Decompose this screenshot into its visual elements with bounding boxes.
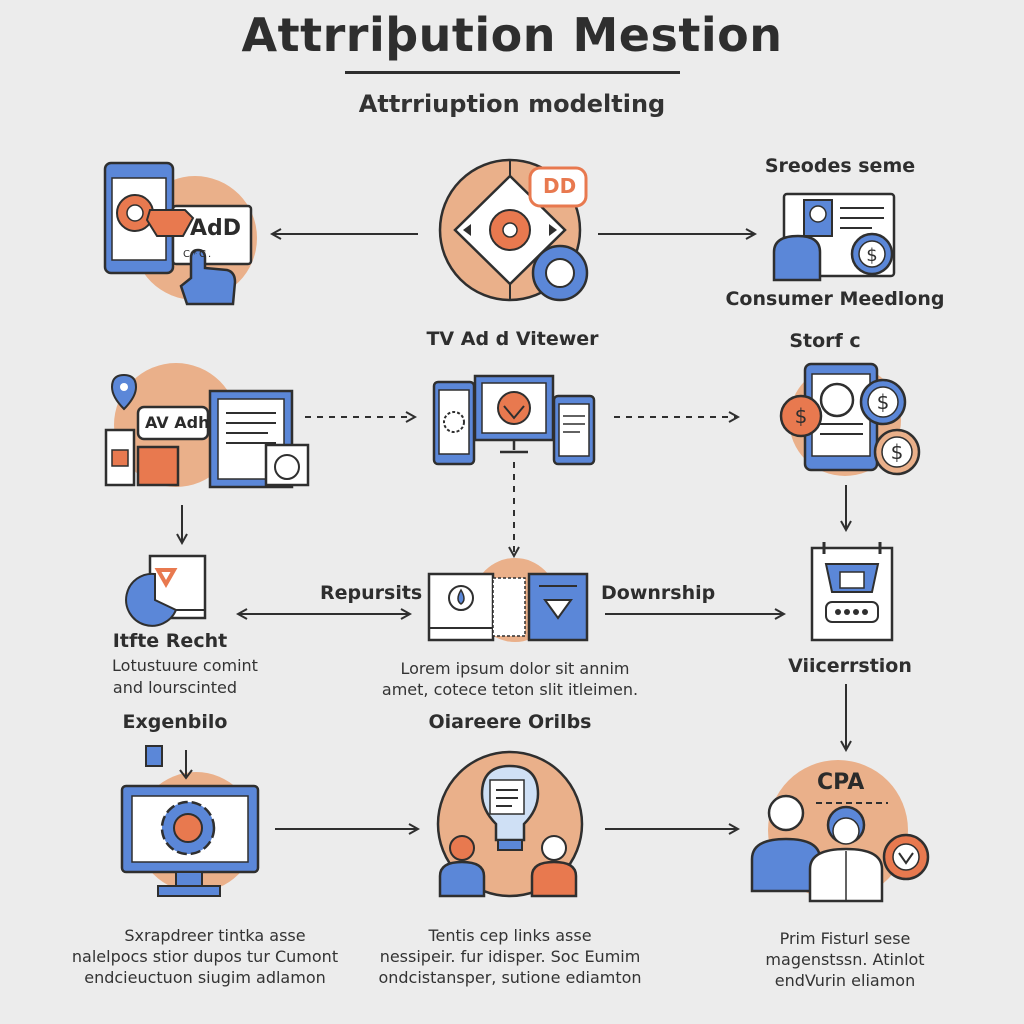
center-desc-1: Lorem ipsum dolor sit annim — [400, 659, 630, 678]
left-reach-desc-2: and lourscinted — [112, 678, 238, 697]
documents-icon — [427, 558, 589, 642]
left-reach-desc-1: Lotustuure comint — [112, 656, 258, 675]
ad-devices-icon — [104, 363, 310, 489]
left-reach-label: Itfte Recht — [112, 630, 228, 652]
offline-orbits-label: Oiareere Orilbs — [428, 711, 592, 733]
page-title: Attrriþution Mestion — [241, 8, 783, 62]
page-subtitle: Attrriuption modelting — [358, 90, 666, 118]
cpa-desc-3: endVurin eliamon — [774, 971, 916, 990]
coins-tablet-icon: $ $ $ — [779, 362, 921, 476]
consumer-top-label: Sreodes seme — [764, 155, 916, 177]
center-desc-2: amet, cotece teton slit itleimen. — [381, 680, 639, 699]
engagement-desc-2: nalelpocs stior dupos tur Cumont — [71, 947, 339, 966]
cpa-badge: CPA — [817, 770, 865, 795]
consumer-bottom-label: Consumer Meedlong — [725, 288, 945, 310]
engagement-desc-1: Sxrapdreer tintka asse — [124, 926, 306, 945]
calendar-store-icon — [810, 542, 894, 642]
reports-label: Repursits — [320, 582, 423, 604]
lightbulb-people-icon — [436, 750, 584, 898]
orbits-desc-3: ondcistansper, sutione ediamton — [378, 968, 642, 987]
engagement-desc-3: endcieuctuon siugim adlamon — [84, 968, 326, 987]
engagement-label: Exgenbilo — [122, 711, 228, 733]
title-underline — [345, 71, 680, 74]
pie-card-icon — [125, 554, 207, 627]
ad-badge: AdD — [190, 216, 242, 241]
hub-label: TV Ad d Vitewer — [426, 328, 599, 350]
svg-text:$: $ — [877, 390, 890, 414]
consumer-document-icon: $ — [772, 192, 896, 282]
orbits-desc-2: nessipeir. fur idisper. Soc Eumim — [379, 947, 641, 966]
hub-badge: DD — [543, 174, 577, 198]
orbits-desc-1: Tentis cep links asse — [428, 926, 592, 945]
av-ad-badge: AV Adh — [145, 413, 210, 432]
cpa-desc-2: magenstssn. Atinlot — [765, 950, 925, 969]
cpa-people-icon — [750, 760, 930, 903]
svg-text:$: $ — [891, 440, 904, 464]
svg-text:$: $ — [866, 245, 877, 266]
multi-device-viewer-icon — [432, 374, 596, 466]
attribution-hub-icon — [438, 158, 589, 302]
monitor-gear-icon — [120, 745, 260, 897]
conversion-label: Viicerrstion — [788, 655, 912, 677]
tablet-ad-icon — [103, 161, 257, 306]
svg-text:$: $ — [795, 404, 808, 428]
cpa-desc-1: Prim Fisturl sese — [779, 929, 911, 948]
ad-small-text: C*C. — [183, 249, 214, 260]
downrship-label: Downrship — [601, 582, 716, 604]
store-top-label: Storf c — [789, 330, 861, 352]
